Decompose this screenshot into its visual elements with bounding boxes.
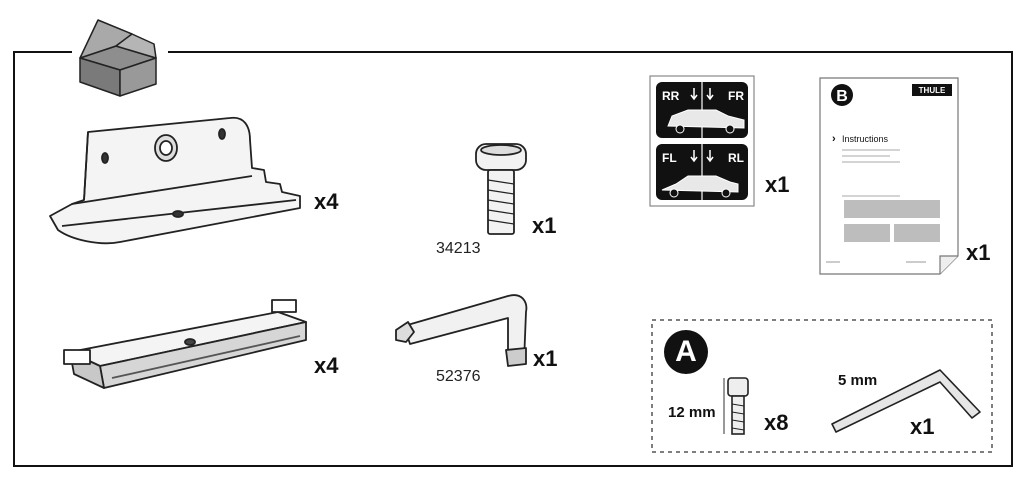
kit-a-box — [651, 319, 993, 453]
booklet-heading: Instructions — [842, 134, 889, 144]
brand-logo: THULE — [919, 86, 946, 95]
torx-key-qty: x1 — [533, 346, 558, 371]
footpad-bracket-qty: x4 — [314, 189, 339, 214]
instructions-qty: x1 — [966, 240, 991, 265]
position-stickers-sheet: RR FR FL RL — [649, 75, 755, 207]
sticker-label-fr: FR — [728, 89, 744, 103]
sticker-label-rl: RL — [728, 151, 744, 165]
hex-key-illustration — [831, 369, 981, 433]
chevron-right-icon: › — [832, 133, 836, 145]
kit-a-badge: A — [664, 330, 708, 374]
sticker-label-fl: FL — [662, 151, 677, 165]
torx-key-illustration — [395, 294, 528, 367]
position-stickers-qty: x1 — [765, 172, 790, 197]
bolt-qty: x1 — [532, 213, 557, 238]
booklet-letter: B — [836, 88, 848, 105]
rubber-pad-illustration — [63, 299, 307, 389]
down-arrow-icons — [690, 88, 714, 163]
outer-frame — [13, 51, 1013, 467]
footpad-bracket-illustration — [49, 116, 301, 245]
hex-key-size-label: 5 mm — [838, 372, 878, 389]
sticker-label-rr: RR — [662, 89, 680, 103]
booklet-letter-badge — [831, 84, 853, 106]
bolt-illustration — [475, 143, 527, 235]
screw-length-label: 12 mm — [668, 404, 716, 421]
instructions-booklet: B THULE › Instructions — [819, 77, 959, 275]
car-bottom — [661, 175, 739, 198]
hex-key-qty: x1 — [910, 414, 935, 439]
bolt-part-number: 34213 — [436, 240, 481, 257]
package-box-icon — [79, 19, 157, 97]
torx-key-part-number: 52376 — [436, 368, 481, 385]
socket-screw-illustration — [723, 377, 749, 435]
screw-qty: x8 — [764, 410, 789, 435]
rubber-pad-qty: x4 — [314, 353, 339, 378]
car-top — [667, 109, 745, 134]
